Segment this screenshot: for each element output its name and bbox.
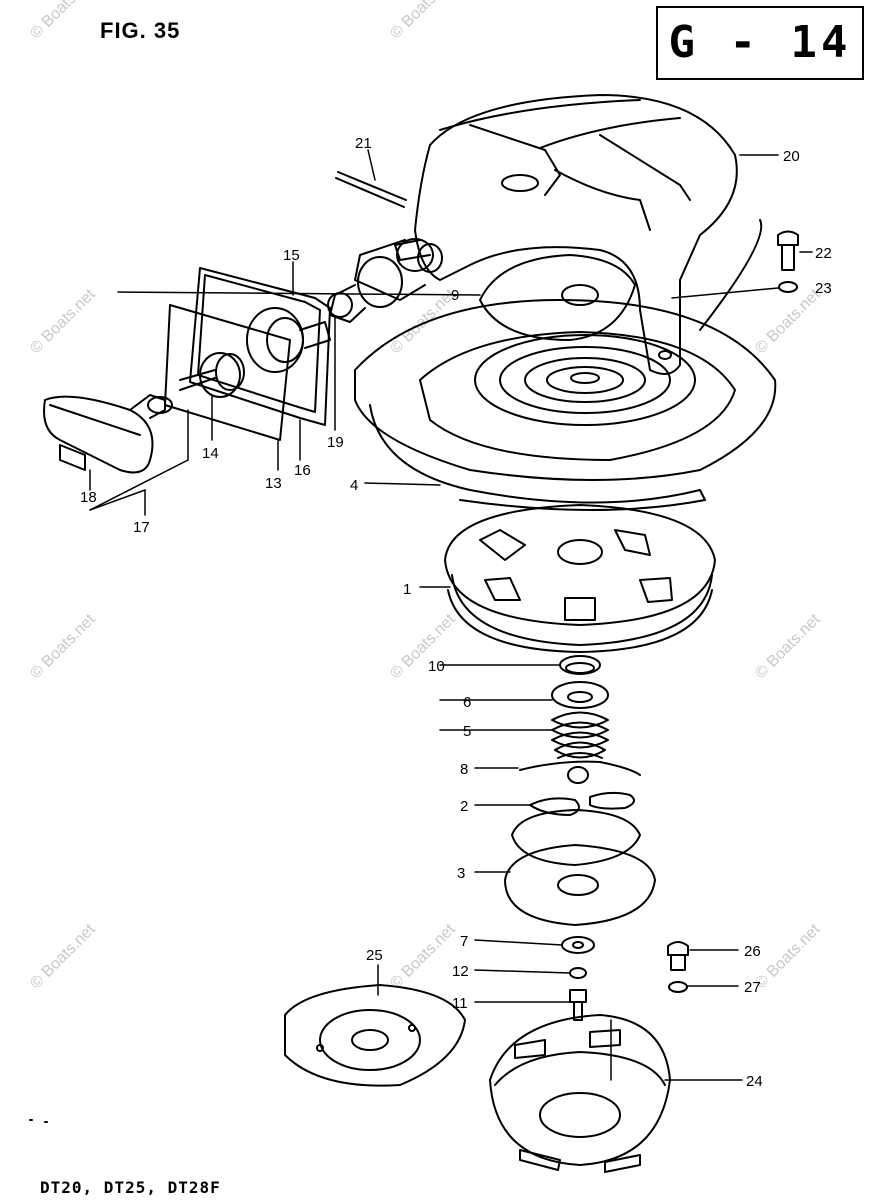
callout-5: 5 (463, 723, 471, 740)
callout-17: 17 (133, 519, 150, 536)
callout-14: 14 (202, 445, 219, 462)
starter-rope-part (354, 219, 777, 511)
callout-20: 20 (783, 148, 800, 165)
return-spring-and-pawls (519, 760, 641, 816)
callout-21: 21 (355, 135, 372, 152)
callout-3: 3 (457, 865, 465, 882)
leader-lines (89, 149, 813, 1081)
friction-plate-part (479, 254, 636, 341)
callout-24: 24 (746, 1073, 763, 1090)
callout-25: 25 (366, 947, 383, 964)
callout-15: 15 (283, 247, 300, 264)
callout-23: 23 (815, 280, 832, 297)
callout-7: 7 (460, 933, 468, 950)
callout-2: 2 (460, 798, 468, 815)
cover-plate-part (284, 984, 466, 1087)
rope-reel-part (444, 504, 716, 653)
callout-18: 18 (80, 489, 97, 506)
callout-4: 4 (350, 477, 358, 494)
case-fasteners (777, 230, 799, 293)
callout-13: 13 (265, 475, 282, 492)
callout-22: 22 (815, 245, 832, 262)
callout-9: 9 (451, 287, 459, 304)
starter-case-part (327, 94, 738, 375)
figure-title: FIG. 35 (100, 18, 181, 43)
pin-part (335, 171, 407, 208)
callout-26: 26 (744, 943, 761, 960)
callout-11: 11 (452, 995, 468, 1012)
pawl-spring-stack (551, 655, 609, 759)
callout-12: 12 (452, 963, 469, 980)
callout-10: 10 (428, 658, 445, 675)
callout-1: 1 (403, 581, 411, 598)
side-fasteners (667, 941, 689, 993)
callout-labels: 1 2 3 4 5 6 7 8 9 10 11 12 13 14 15 16 1… (80, 135, 832, 1090)
stray-marks (29, 1119, 48, 1123)
callout-8: 8 (460, 761, 468, 778)
callout-27: 27 (744, 979, 761, 996)
center-fasteners (561, 936, 595, 1021)
callout-19: 19 (327, 434, 344, 451)
callout-6: 6 (463, 694, 471, 711)
handle-assembly (43, 267, 331, 474)
guide-plate-part (504, 809, 656, 926)
recoil-spring-part (474, 334, 696, 426)
callout-16: 16 (294, 462, 311, 479)
cover-cup-part (489, 1014, 671, 1173)
model-list: DT20, DT25, DT28F (40, 1178, 221, 1197)
page-code-box: G - 14 (656, 6, 864, 80)
